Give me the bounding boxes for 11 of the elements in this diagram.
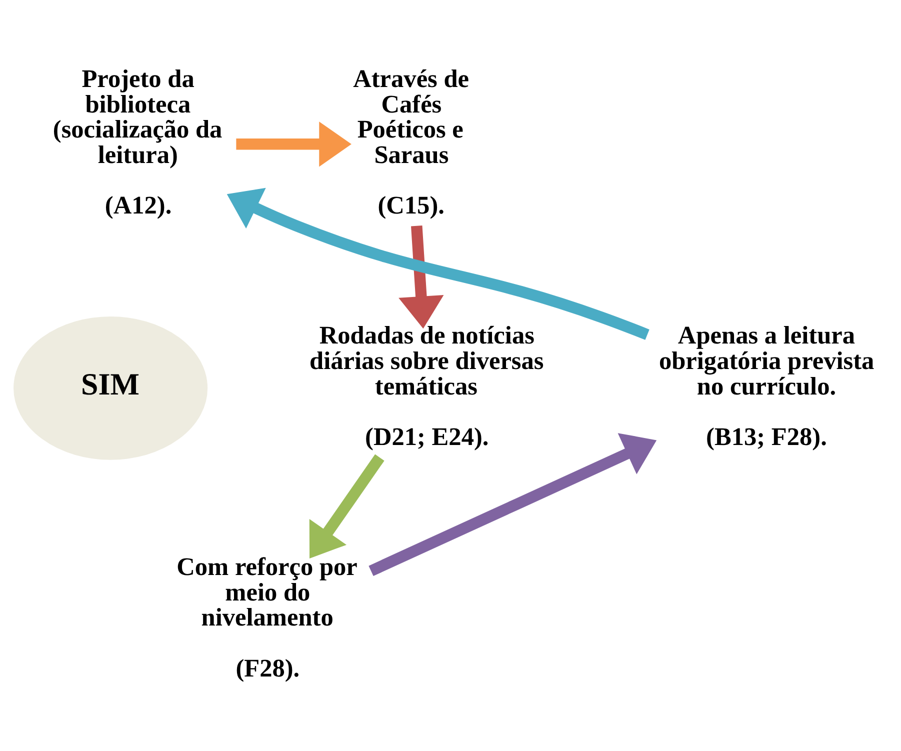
node-text: Com reforço por meio do nivelamento (F28). xyxy=(176,553,358,682)
arrow xyxy=(398,226,444,329)
arrow xyxy=(368,433,657,576)
node-text: Projeto da biblioteca (socialização da leitura) (A12). xyxy=(52,65,222,220)
node-text: Rodadas de notícias diárias sobre diversas temáticas (D21; E24). xyxy=(310,322,544,451)
node-ellipse: SIM xyxy=(14,316,208,460)
node-text: Apenas a leitura obrigatória prevista no currículo. (B13; F28). xyxy=(658,322,874,451)
arrow xyxy=(226,188,650,340)
arrow xyxy=(236,122,352,167)
arrow xyxy=(309,454,384,558)
node-text: Através de Cafés Poéticos e Saraus (C15). xyxy=(353,65,470,220)
